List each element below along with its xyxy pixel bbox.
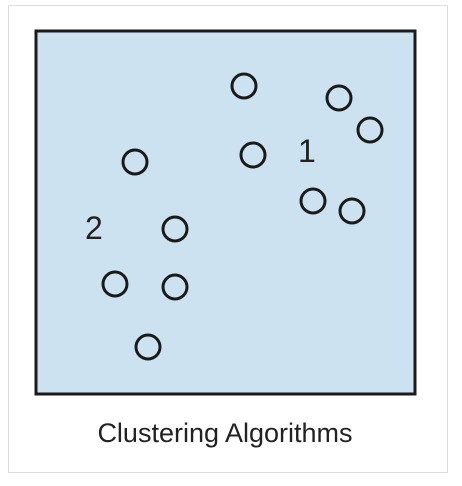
data-point: [101, 270, 129, 298]
data-point: [121, 148, 149, 176]
data-point: [299, 187, 327, 215]
data-point: [161, 215, 189, 243]
data-point: [230, 72, 258, 100]
data-points: [101, 72, 384, 361]
cluster-label-1: 1: [298, 133, 316, 169]
data-point: [325, 84, 353, 112]
data-point: [239, 141, 267, 169]
figure-caption: Clustering Algorithms: [97, 418, 353, 448]
data-point: [134, 333, 162, 361]
data-point: [338, 197, 366, 225]
plot-panel: [34, 29, 417, 396]
data-point: [356, 116, 384, 144]
cluster-label-2: 2: [85, 210, 103, 246]
data-point: [161, 273, 189, 301]
